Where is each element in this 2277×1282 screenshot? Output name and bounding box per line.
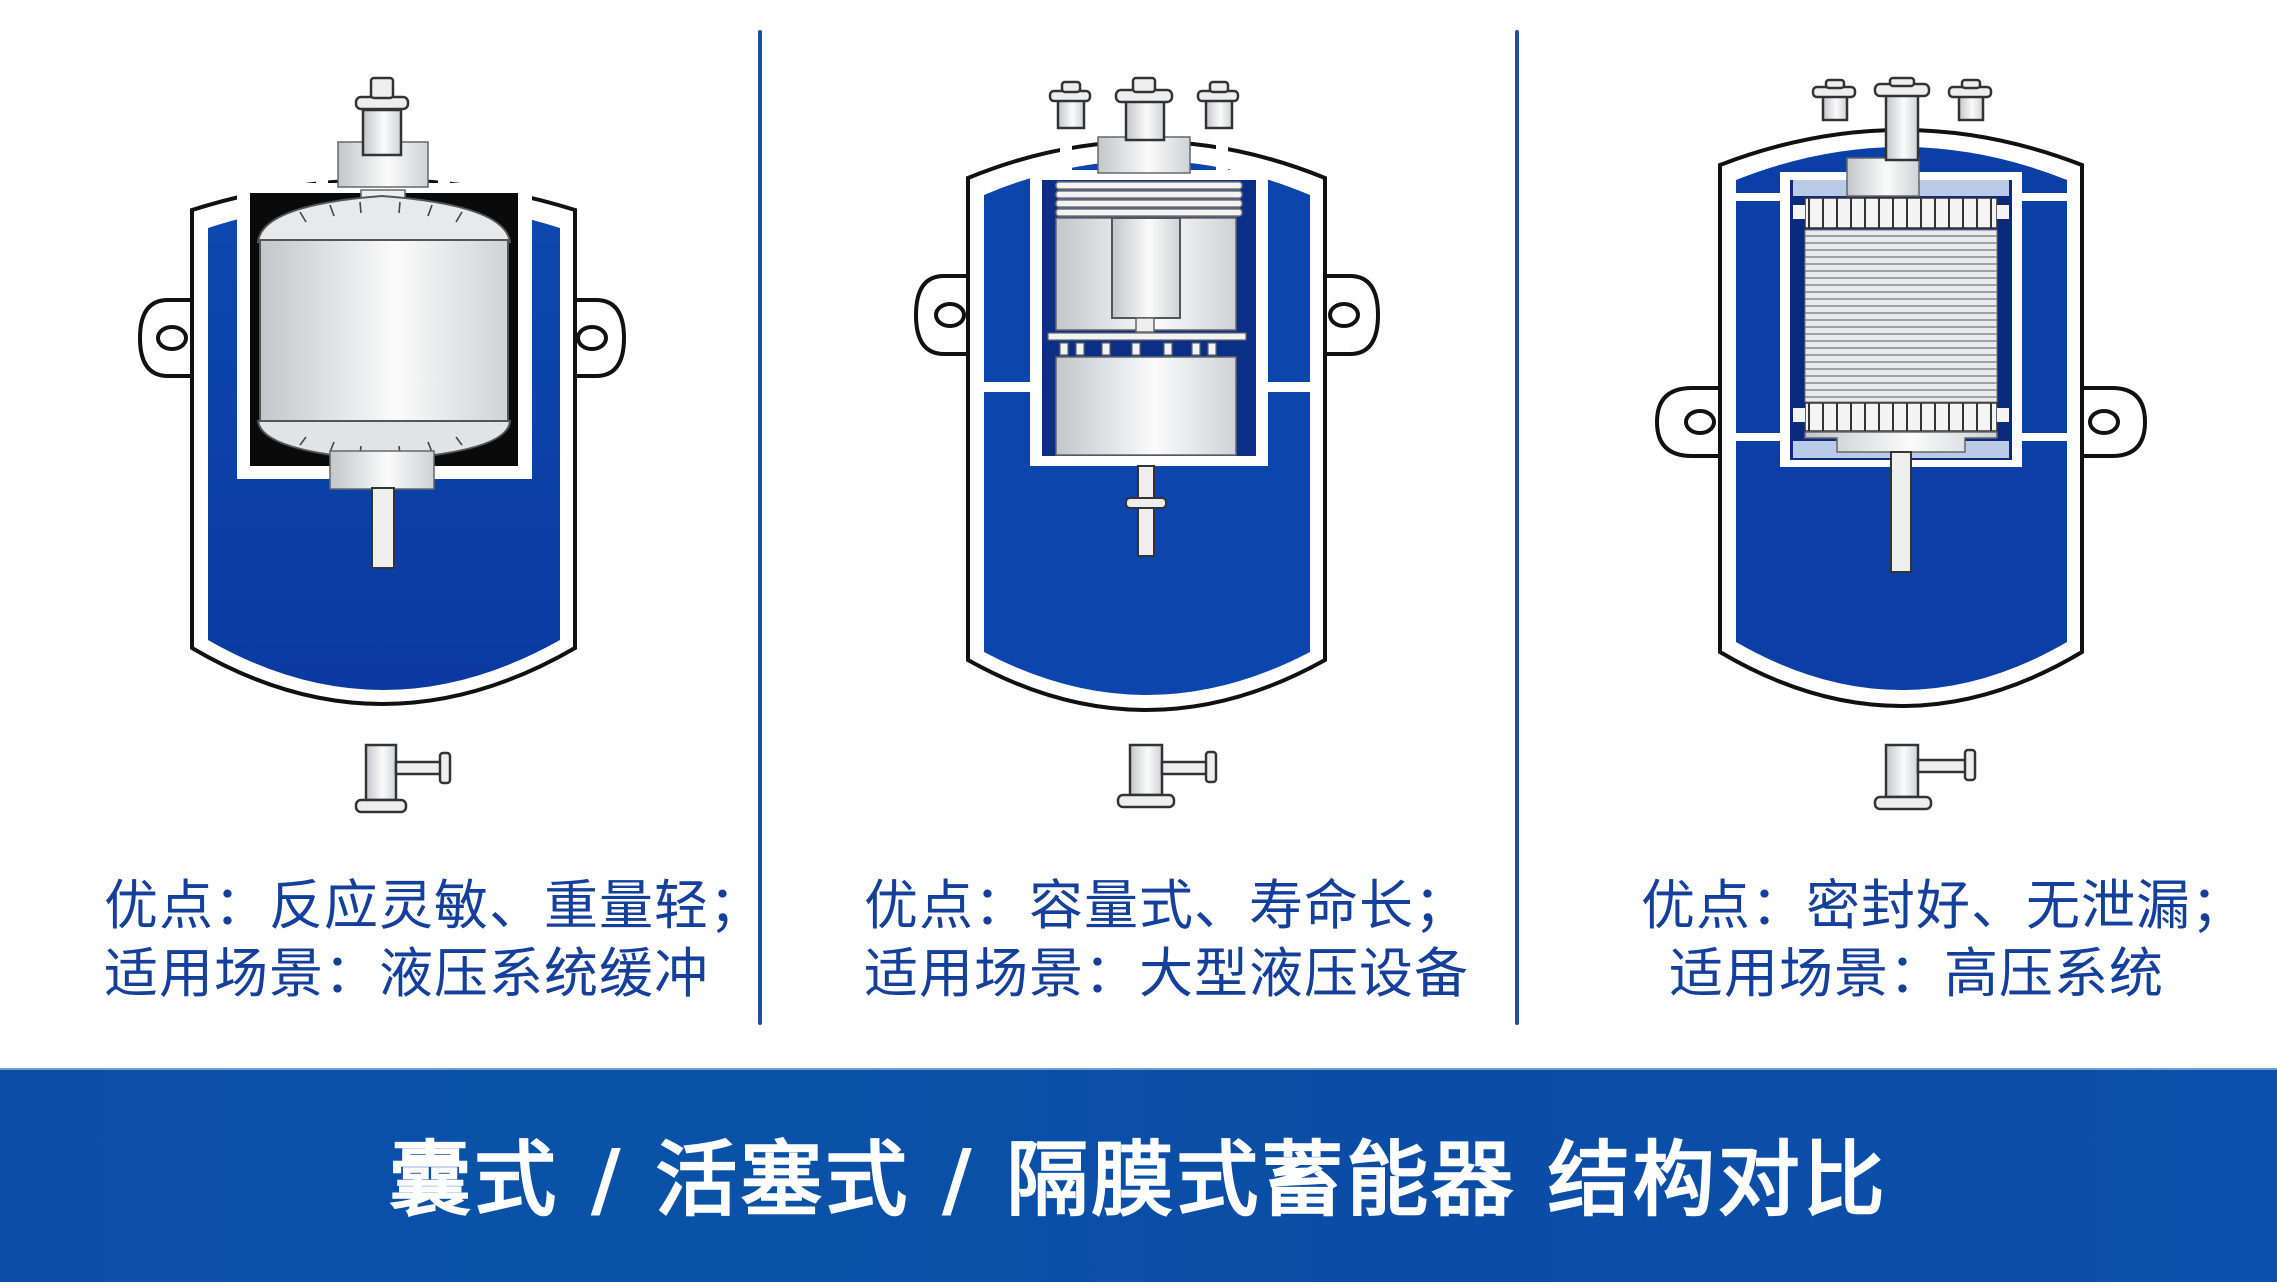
mounting-ear-left <box>913 274 972 356</box>
bottom-oil-port-icon <box>354 743 452 814</box>
mounting-ear-right <box>570 298 627 378</box>
piston-lower-body <box>1055 356 1237 456</box>
top-ports-icon <box>1048 76 1240 142</box>
upper-teeth <box>1804 197 1998 229</box>
advantages-text: 优点：密封好、无泄漏； <box>1641 874 2246 937</box>
page-title: 囊式 / 活塞式 / 隔膜式蓄能器 结构对比 <box>389 1132 1888 1228</box>
panel-piston: 优点：容量式、寿命长； 适用场景：大型液压设备 <box>760 0 1517 1068</box>
caption-bladder: 优点：反应灵敏、重量轻； 适用场景：液压系统缓冲 <box>104 872 764 1008</box>
bladder-icon <box>256 194 512 462</box>
top-gas-valve-icon <box>354 76 410 157</box>
application-text: 适用场景：高压系统 <box>1669 942 2164 1005</box>
piston-rod <box>1111 217 1181 319</box>
advantages-text: 优点：反应灵敏、重量轻； <box>104 874 764 937</box>
top-ports-icon <box>1811 76 1993 162</box>
diaphragm-bellows-icon <box>1804 229 1998 403</box>
bladder-accumulator-diagram <box>137 76 627 814</box>
advantages-text: 优点：容量式、寿命长； <box>864 874 1469 937</box>
panel-diaphragm: 优点：密封好、无泄漏； 适用场景：高压系统 <box>1517 0 2277 1068</box>
application-text: 适用场景：大型液压设备 <box>864 942 1469 1005</box>
panel-bladder: 优点：反应灵敏、重量轻； 适用场景：液压系统缓冲 <box>0 0 763 1068</box>
lower-teeth <box>1804 402 1998 432</box>
application-text: 适用场景：液压系统缓冲 <box>104 942 709 1005</box>
bottom-oil-port-icon <box>1873 743 1977 811</box>
caption-diaphragm: 优点：密封好、无泄漏； 适用场景：高压系统 <box>1641 872 2246 1008</box>
mounting-ear-right <box>1321 274 1381 356</box>
mounting-ear-left <box>137 298 194 378</box>
piston-rings-icon <box>1055 181 1243 217</box>
mounting-ear-left <box>1654 386 1722 458</box>
divider-2 <box>1515 30 1519 1025</box>
piston-accumulator-diagram <box>913 76 1381 809</box>
mounting-ear-right <box>2079 386 2148 458</box>
title-banner: 囊式 / 活塞式 / 隔膜式蓄能器 结构对比 <box>0 1068 2277 1282</box>
bottom-oil-port-icon <box>1116 743 1218 809</box>
divider-1 <box>758 30 762 1025</box>
diaphragm-accumulator-diagram <box>1654 76 2148 811</box>
caption-piston: 优点：容量式、寿命长； 适用场景：大型液压设备 <box>864 872 1469 1008</box>
